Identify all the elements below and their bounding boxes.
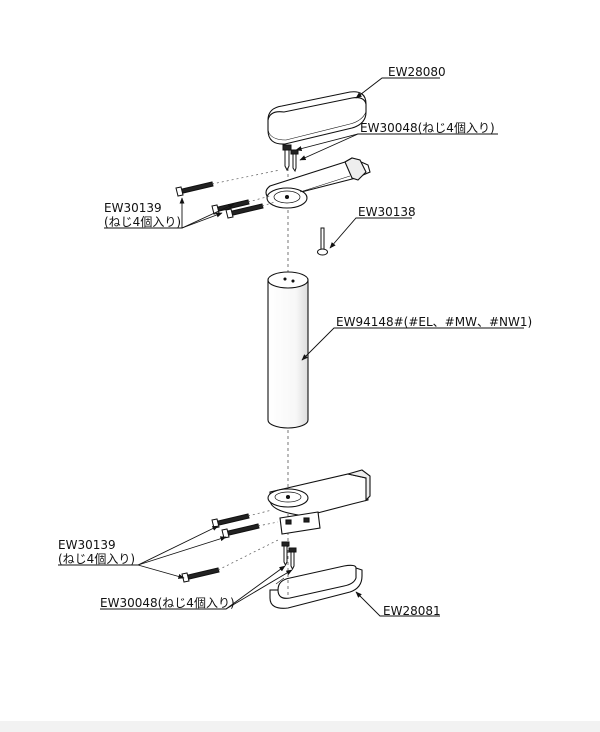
top-cap	[267, 91, 367, 145]
label-bolt-lower-code: EW30139	[58, 538, 116, 552]
label-screw-top: EW30048(ねじ4個入り)	[360, 121, 495, 135]
label-bottom-cap: EW28081	[383, 604, 441, 618]
label-bolt-upper: EW30139 (ねじ4個入り)	[104, 201, 181, 229]
leader-lines	[58, 77, 524, 617]
bolt-set-upper	[175, 181, 264, 219]
bolt-projection-lines-lower	[217, 509, 279, 571]
label-bolt-upper-note: (ねじ4個入り)	[104, 215, 181, 229]
upper-bracket	[265, 157, 371, 209]
bolt-projection-lines-upper	[211, 169, 281, 207]
rail-cylinder	[267, 271, 309, 429]
label-screw-bottom: EW30048(ねじ4個入り)	[100, 596, 235, 610]
label-top-cap: EW28080	[388, 65, 446, 79]
screw-set-top	[282, 144, 299, 173]
bolt-set-lower	[181, 513, 260, 583]
footer-strip	[0, 721, 600, 732]
label-pin: EW30138	[358, 205, 416, 219]
screw-set-bottom	[281, 541, 297, 571]
label-rail: EW94148#(#EL、#MW、#NW1)	[336, 315, 533, 329]
bottom-cap	[269, 564, 363, 609]
label-bolt-lower-note: (ねじ4個入り)	[58, 552, 135, 566]
lower-bracket	[267, 469, 371, 535]
label-bolt-upper-code: EW30139	[104, 201, 162, 215]
label-bolt-lower: EW30139 (ねじ4個入り)	[58, 538, 135, 566]
pin	[317, 227, 328, 256]
